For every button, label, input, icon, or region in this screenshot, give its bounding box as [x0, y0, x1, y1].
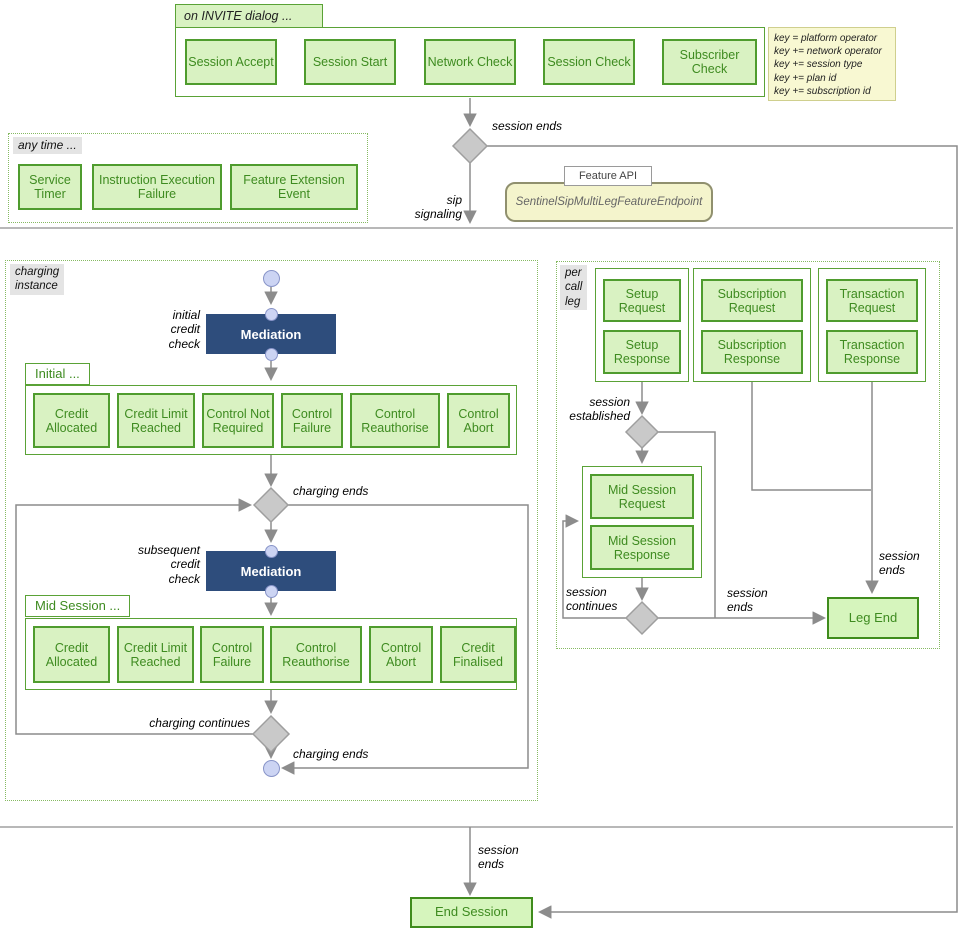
mediation1-in-pin [265, 308, 278, 321]
step-session-check: Session Check [543, 39, 635, 85]
wire-charging-loop [15, 498, 253, 735]
initial-control-abort: Control Abort [447, 393, 510, 448]
invite-dialog-title: on INVITE dialog ... [175, 4, 323, 28]
key-note-line: key += network operator [774, 46, 882, 58]
per-call-leg-container [556, 261, 940, 649]
leg-end-node: Leg End [827, 597, 919, 639]
mid-control-failure: Control Failure [200, 626, 264, 683]
diamond-charging-ends [252, 486, 290, 524]
label-session-ends-bottom: session ends [478, 843, 519, 872]
setup-response: Setup Response [603, 330, 681, 374]
label-sip-signaling: sip signaling [414, 193, 462, 222]
start-circle [263, 270, 280, 287]
mid-control-abort: Control Abort [369, 626, 433, 683]
event-feature-extension-event: Feature Extension Event [230, 164, 358, 210]
per-call-leg-title: per call leg [560, 265, 588, 311]
transaction-request: Transaction Request [826, 279, 918, 322]
charging-end-circle [263, 760, 280, 777]
subscription-response: Subscription Response [701, 330, 803, 374]
mediation2-in-pin [265, 545, 278, 558]
initial-control-reauthorise: Control Reauthorise [350, 393, 440, 448]
initial-credit-limit-reached: Credit Limit Reached [117, 393, 195, 448]
label-session-continues: session continues [566, 585, 618, 614]
initial-credit-allocated: Credit Allocated [33, 393, 110, 448]
charging-instance-title: charging instance [10, 264, 65, 295]
step-session-accept: Session Accept [185, 39, 277, 85]
setup-request: Setup Request [603, 279, 681, 322]
event-service-timer: Service Timer [18, 164, 82, 210]
transaction-response: Transaction Response [826, 330, 918, 374]
label-charging-continues: charging continues [149, 716, 250, 730]
mid-credit-limit-reached: Credit Limit Reached [117, 626, 194, 683]
event-instruction-execution-failure: Instruction Execution Failure [92, 164, 222, 210]
mid-session-title: Mid Session ... [25, 595, 131, 617]
end-session-node: End Session [410, 897, 533, 928]
label-subsequent-credit-check: subsequent credit check [137, 543, 200, 586]
step-session-start: Session Start [304, 39, 396, 85]
initial-control-failure: Control Failure [281, 393, 343, 448]
label-session-established: session established [569, 395, 630, 424]
wire-subscription-join [751, 382, 871, 491]
initial-title: Initial ... [25, 363, 90, 385]
wire-session-continues-loop [562, 514, 626, 619]
label-session-ends-top: session ends [492, 119, 563, 133]
label-charging-ends-bottom: charging ends [293, 747, 369, 761]
label-initial-credit-check: initial credit check [168, 308, 200, 351]
key-note-line: key += subscription id [774, 85, 871, 97]
diamond-session-established [624, 414, 660, 450]
wire-established-sessionends [658, 431, 716, 618]
key-note-line: key = platform operator [774, 33, 878, 44]
step-network-check: Network Check [424, 39, 516, 85]
diamond-session-ends [451, 127, 489, 165]
wire-charging-ends-bypass [280, 504, 529, 775]
key-note-line: key += plan id [774, 72, 837, 84]
any-time-container [8, 133, 368, 223]
feature-api-title: Feature API [564, 166, 652, 186]
feature-endpoint-box: SentinelSipMultiLegFeatureEndpoint [505, 182, 713, 222]
label-charging-ends-top: charging ends [293, 484, 369, 498]
label-session-ends-mid: session ends [727, 586, 768, 615]
diamond-session-continues [624, 600, 660, 636]
mid-control-reauthorise: Control Reauthorise [270, 626, 362, 683]
diamond-charging-continues [251, 714, 291, 754]
mediation1-out-pin [265, 348, 278, 361]
mid-session-request: Mid Session Request [590, 474, 694, 519]
wire-session-ends-right [486, 145, 958, 919]
any-time-title: any time ... [13, 137, 82, 154]
mid-session-response: Mid Session Response [590, 525, 694, 570]
step-subscriber-check: Subscriber Check [662, 39, 757, 85]
key-note: key = platform operator key += network o… [768, 27, 896, 101]
key-note-line: key += session type [774, 59, 863, 71]
charging-instance-container [5, 260, 538, 801]
subscription-request: Subscription Request [701, 279, 803, 322]
initial-control-not-required: Control Not Required [202, 393, 274, 448]
mediation2-out-pin [265, 585, 278, 598]
mid-credit-finalised: Credit Finalised [440, 626, 516, 683]
label-session-ends-leg: session ends [879, 549, 920, 578]
mid-credit-allocated: Credit Allocated [33, 626, 110, 683]
